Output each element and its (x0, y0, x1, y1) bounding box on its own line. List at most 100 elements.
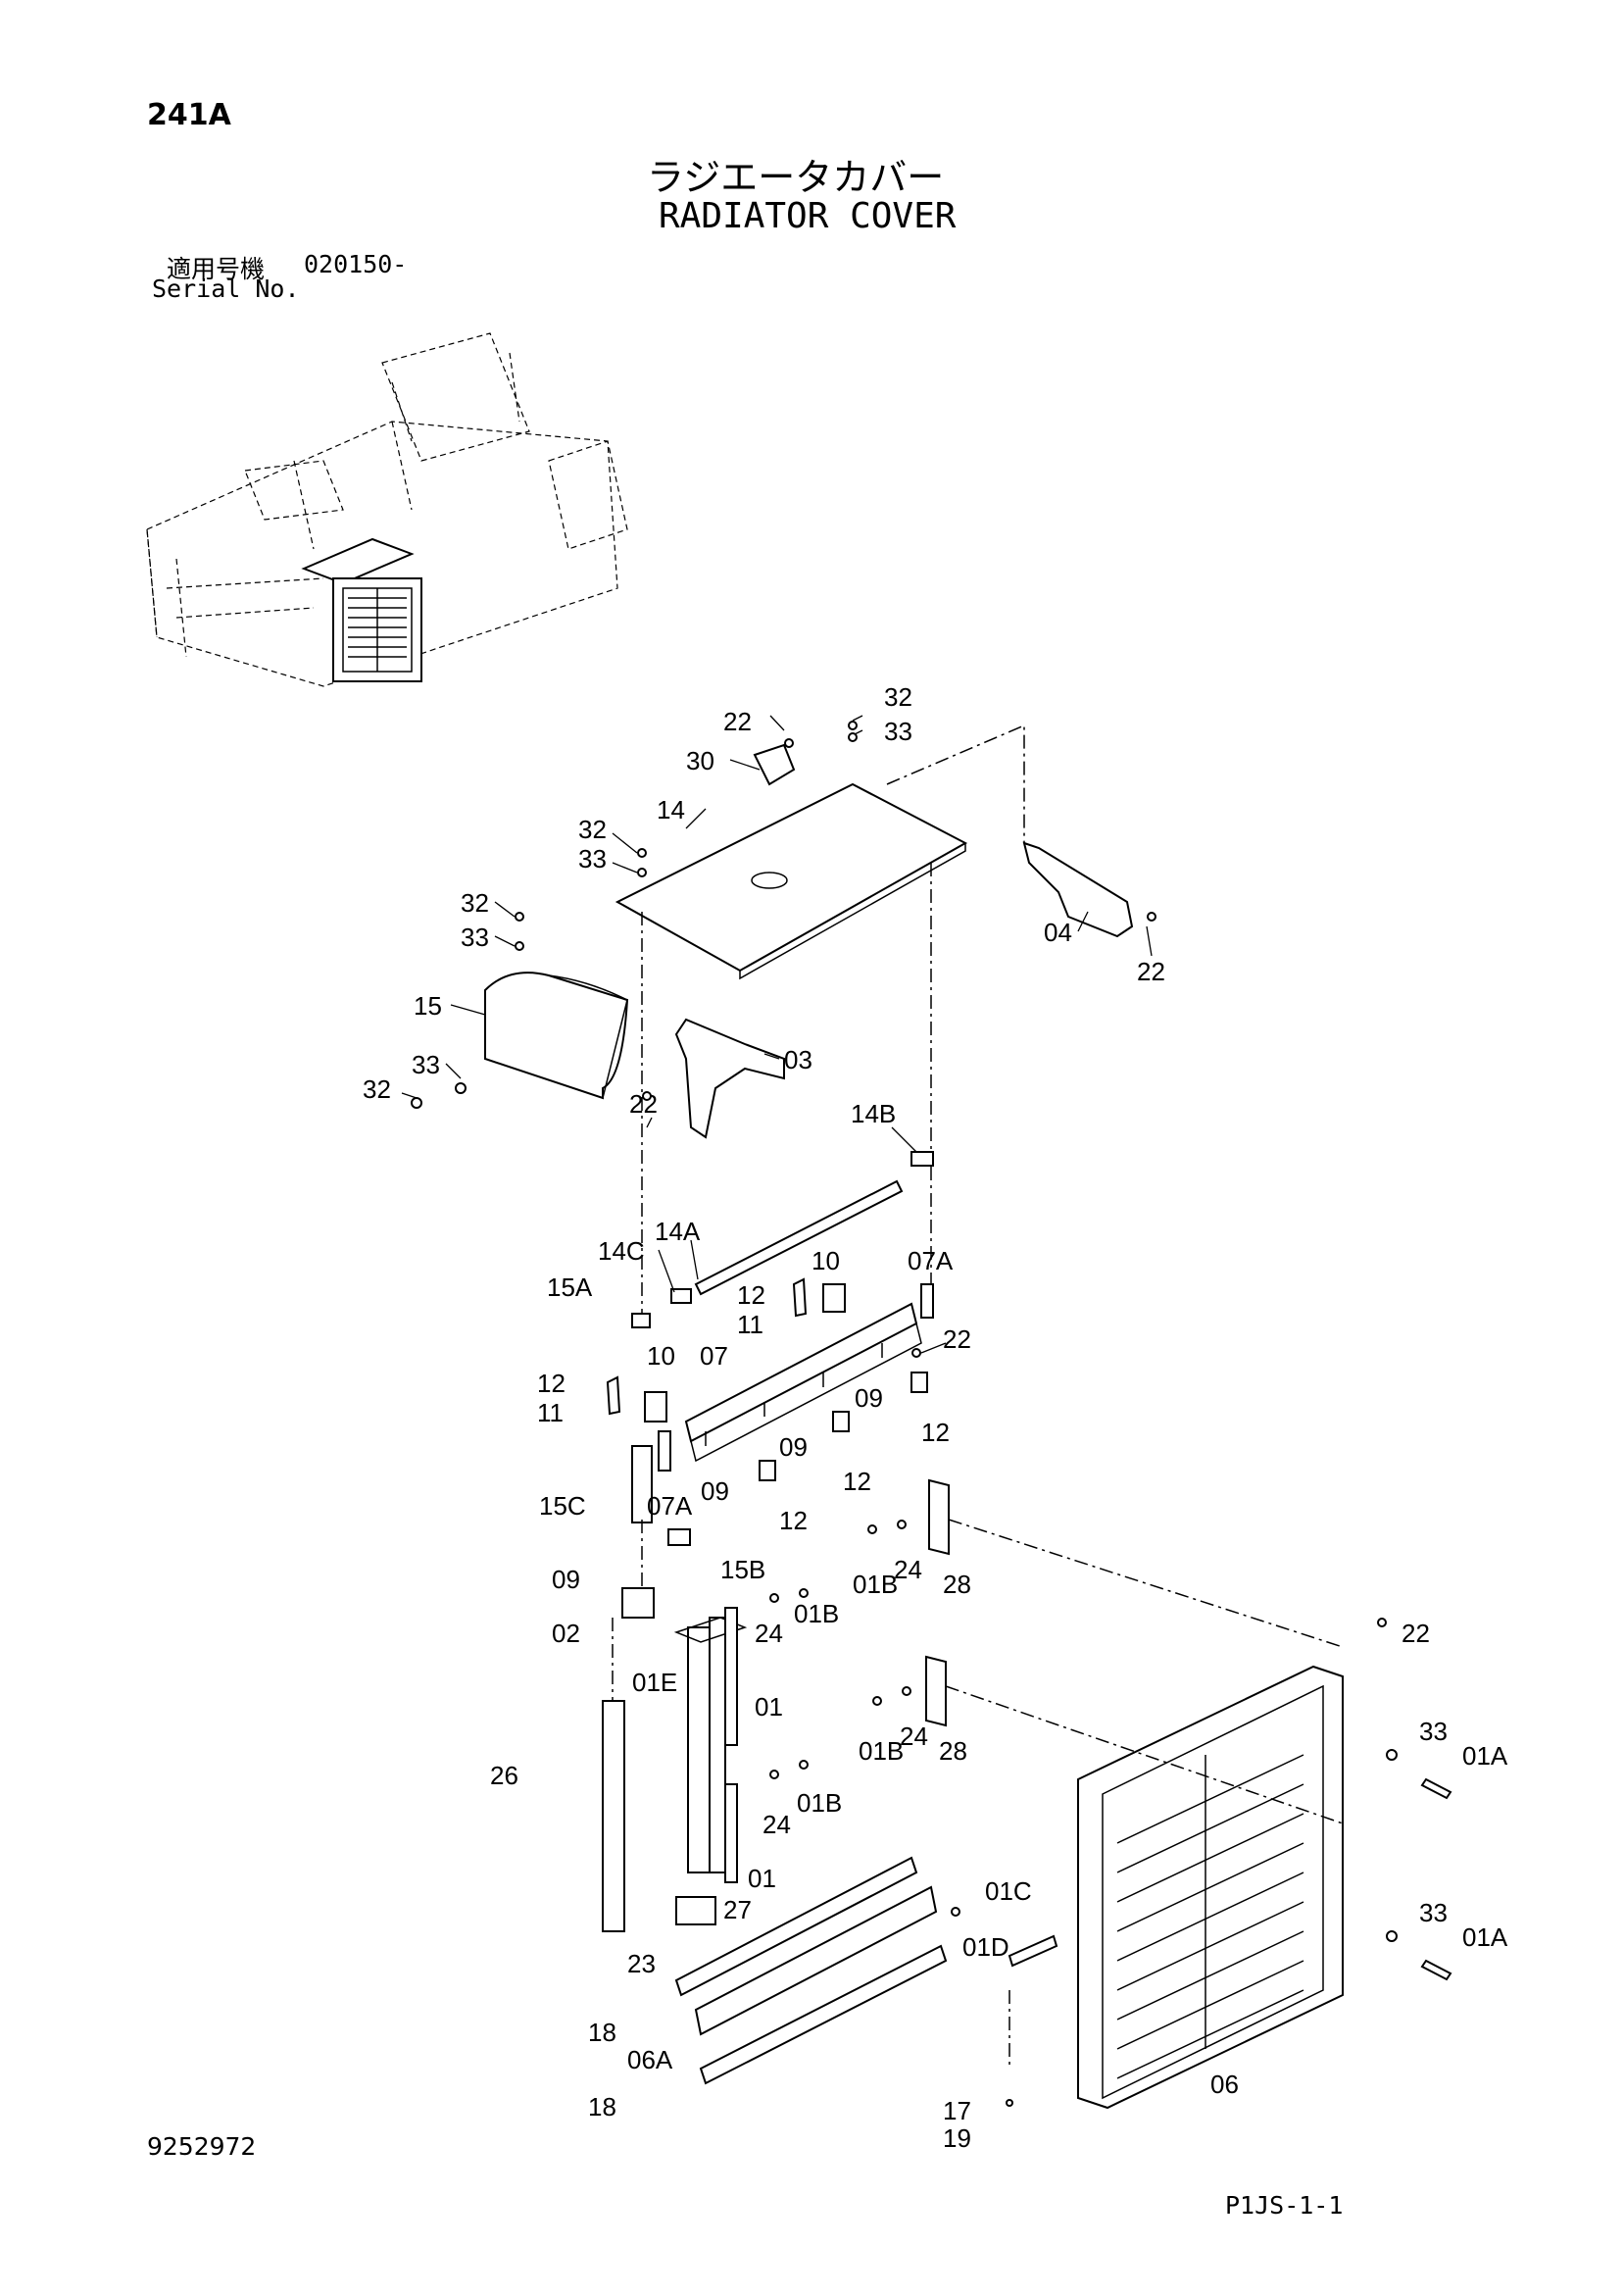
callout-labels: 22 32 33 30 14 32 33 04 22 32 33 15 03 3… (363, 682, 1508, 2153)
part-seal-07a-lower (658, 1430, 671, 1472)
callout-18: 01D (962, 1932, 1009, 1962)
part-block-01d (675, 1896, 716, 1925)
callout-12: 12 (537, 1369, 566, 1398)
callout-01c: 27 (723, 1895, 752, 1924)
callout-30: 30 (686, 746, 714, 775)
callout-28: 24 (755, 1619, 783, 1648)
part-plate-09c (759, 1460, 776, 1481)
callout-02: 28 (939, 1736, 967, 1766)
callout-12: 12 (737, 1280, 765, 1310)
callout-12: 12 (843, 1467, 871, 1496)
callout-01b: 15B (720, 1555, 765, 1584)
callout-12: 12 (779, 1506, 808, 1535)
callout-28: 24 (900, 1722, 928, 1751)
callout-32: 32 (363, 1074, 391, 1104)
callout-20: 19 (943, 2123, 971, 2153)
part-block-14b (910, 1151, 934, 1167)
callout-26: 01 (755, 1692, 783, 1722)
callout-07a: 07A (647, 1491, 693, 1521)
callout-14c: 14C (598, 1236, 645, 1266)
callout-28: 24 (762, 1810, 791, 1839)
part-grommet-10a (822, 1283, 846, 1313)
callout-14a: 14A (655, 1217, 701, 1246)
callout-12: 12 (921, 1418, 950, 1447)
part-clip-11a (792, 1277, 808, 1318)
part-block-15b (667, 1528, 691, 1546)
part-strip-01b (724, 1607, 738, 1746)
callout-33: 33 (461, 923, 489, 952)
callout-09: 09 (701, 1476, 729, 1506)
page-title: RADIATOR COVER (659, 196, 957, 236)
assembly-centerlines (612, 724, 1344, 2069)
callout-10: 10 (812, 1246, 840, 1275)
callout-14b: 14B (851, 1099, 896, 1128)
part-plate-09a (910, 1372, 928, 1393)
callout-27: 01A (1462, 1922, 1508, 1952)
callout-07: 07 (700, 1341, 728, 1371)
page-code: 241A (147, 98, 231, 132)
part-block-01e (621, 1587, 655, 1619)
callout-32: 32 (884, 682, 912, 712)
callout-17: 06 (1210, 2070, 1239, 2099)
callout-24: 01B (859, 1736, 904, 1766)
callout-11: 11 (737, 1310, 763, 1339)
callout-15b: 09 (552, 1565, 580, 1594)
callout-23: 01C (985, 1876, 1032, 1906)
callout-33: 33 (1419, 1898, 1448, 1927)
part-handle-18 (1008, 1934, 1058, 1968)
part-rail-06a-upper (674, 1856, 918, 1997)
part-post-01a (602, 1700, 625, 1932)
callout-09: 09 (855, 1383, 883, 1413)
part-plate-09b (832, 1411, 850, 1432)
page-title-japanese: ラジエータカバー (647, 156, 945, 199)
callout-22: 22 (1402, 1619, 1430, 1648)
drawing-number: 9252972 (147, 2132, 257, 2161)
part-grommet-10b (644, 1391, 667, 1423)
callout-33: 33 (884, 717, 912, 746)
callout-22: 22 (1137, 957, 1165, 986)
callout-07a: 07A (908, 1246, 954, 1275)
callout-19: 17 (943, 2096, 971, 2125)
page-reference: P1JS-1-1 (1225, 2191, 1344, 2220)
serial-number: 020150- (304, 250, 408, 278)
callout-10: 10 (647, 1341, 675, 1371)
part-hinge-02-lower (925, 1655, 947, 1727)
callout-leaders (401, 715, 1153, 1354)
callout-32: 32 (578, 815, 607, 844)
callout-15c: 15C (539, 1491, 586, 1521)
part-beam-07 (684, 1302, 922, 1463)
fasteners (411, 721, 1398, 2107)
part-rail-06a-lower (699, 1944, 948, 2085)
callout-24: 01B (794, 1599, 839, 1628)
part-clip-11b (606, 1375, 621, 1416)
part-rail-06 (694, 1885, 938, 2036)
callout-01a: 26 (490, 1761, 518, 1790)
callout-01: 01E (632, 1668, 677, 1697)
bolts-27 (1420, 1777, 1452, 1981)
callout-22: 22 (943, 1324, 971, 1354)
callout-06: 06A (627, 2045, 673, 2074)
part-grille-17 (1077, 1665, 1344, 2110)
callout-33: 33 (578, 844, 607, 873)
callout-14: 14 (657, 795, 685, 824)
machine-overview-sketch (146, 332, 628, 687)
callout-03: 03 (784, 1045, 812, 1074)
callout-26: 01 (748, 1864, 776, 1893)
callout-33: 33 (1419, 1717, 1448, 1746)
part-block-14c (670, 1288, 692, 1304)
serial-label: Serial No. (152, 275, 300, 303)
callout-28: 24 (894, 1555, 922, 1584)
callout-11: 11 (537, 1398, 564, 1427)
part-hinge-02-upper (928, 1478, 950, 1556)
part-bracket-03 (674, 1018, 785, 1139)
callout-24: 01B (853, 1570, 898, 1599)
callout-27: 01A (1462, 1741, 1508, 1771)
part-frame-01 (673, 1617, 748, 1873)
callout-24: 01B (797, 1788, 842, 1818)
callout-32: 32 (461, 888, 489, 918)
callout-09: 09 (779, 1432, 808, 1462)
callout-06a: 18 (588, 2092, 616, 2121)
callout-04: 04 (1044, 918, 1072, 947)
callout-01d: 23 (627, 1949, 656, 1978)
